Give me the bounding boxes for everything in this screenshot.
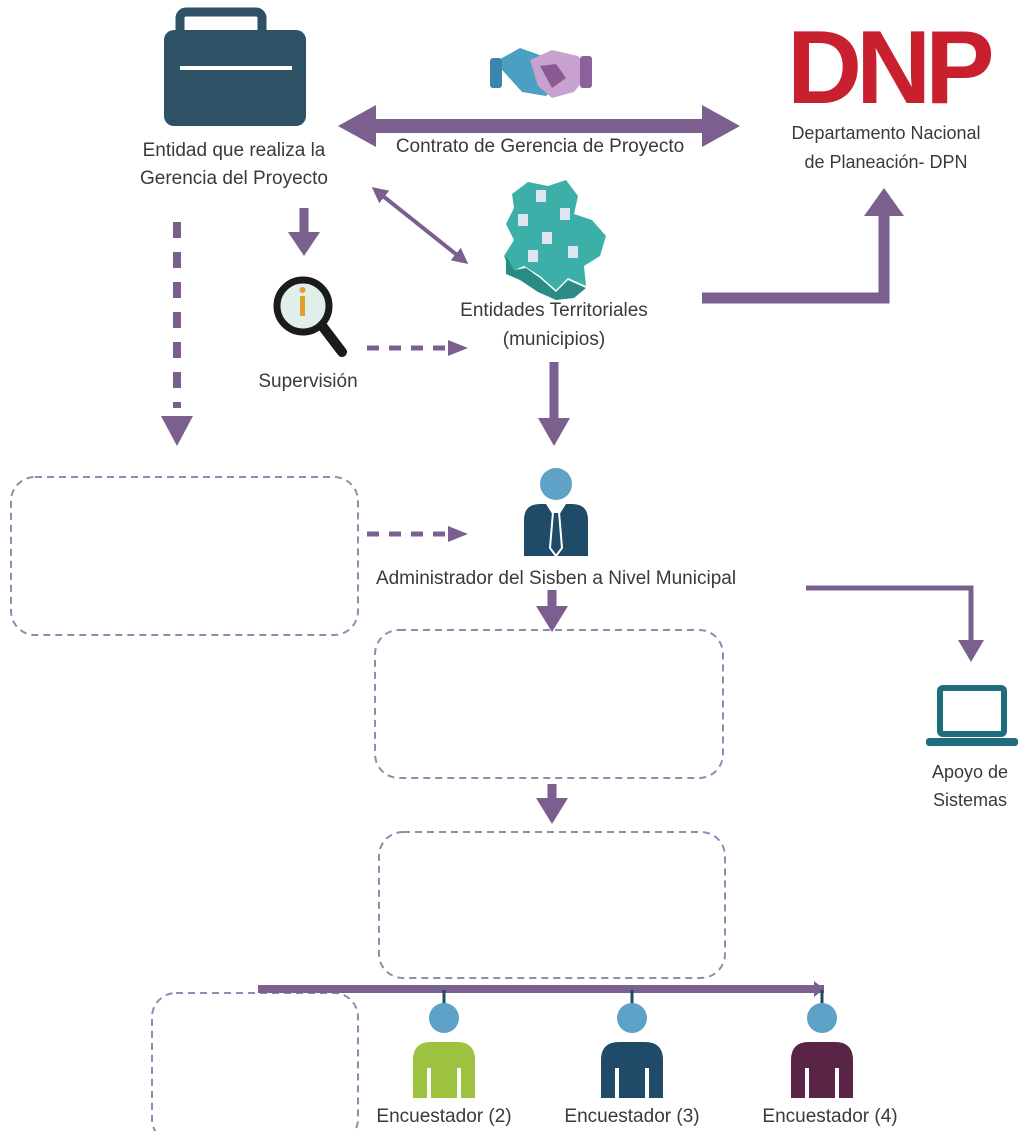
contrato-label: Contrato de Gerencia de Proyecto (395, 136, 685, 157)
entidad-label-line1: Entidad que realiza la (142, 140, 326, 161)
placeholder-box-mid-2 (378, 831, 726, 979)
territoriales-label-line1: Entidades Territoriales (460, 300, 648, 321)
person-icon-encuestador-2 (413, 1003, 475, 1098)
dashed-arrow-left-column (161, 222, 193, 446)
distribution-bar (258, 981, 824, 1006)
colombia-map-icon (504, 180, 606, 300)
administrador-label: Administrador del Sisben a Nivel Municip… (375, 568, 737, 589)
encuestador-2-label: Encuestador (2) (376, 1106, 512, 1127)
placeholder-box-bottom-left (151, 992, 359, 1131)
dnp-logo: DNP (787, 10, 995, 126)
arrow-box-to-box (536, 784, 568, 824)
contract-double-arrow (338, 105, 740, 147)
laptop-icon (926, 685, 1018, 746)
arrow-entidad-territoriales (371, 187, 469, 264)
dashed-arrow-supervision (367, 340, 468, 356)
encuestador-3-label: Encuestador (3) (564, 1106, 700, 1127)
territoriales-label-line2: (municipios) (502, 329, 606, 350)
briefcase-icon (164, 7, 306, 126)
magnifier-icon (273, 276, 347, 357)
encuestador-4-label: Encuestador (4) (762, 1106, 898, 1127)
arrow-admin-to-systems (806, 585, 984, 662)
person-icon-encuestador-4 (791, 1003, 853, 1098)
entidad-label-line2: Gerencia del Proyecto (140, 168, 328, 189)
arrow-territoriales-to-dnp (702, 188, 904, 304)
handshake-icon (490, 48, 592, 98)
arrow-admin-to-box (536, 590, 568, 632)
dnp-label-line1: Departamento Nacional (791, 123, 981, 143)
placeholder-box-left (10, 476, 359, 636)
businessman-icon (524, 468, 588, 558)
supervision-label: Supervisión (258, 371, 358, 392)
placeholder-box-mid-1 (374, 629, 724, 779)
apoyo-label-line2: Sistemas (932, 790, 1008, 810)
dnp-label-line2: de Planeación- DPN (804, 152, 968, 172)
arrow-territoriales-to-admin (538, 362, 570, 446)
arrow-entidad-to-supervision (288, 208, 320, 256)
dashed-arrow-box-to-admin (367, 526, 468, 542)
person-icon-encuestador-3 (601, 1003, 663, 1098)
apoyo-label-line1: Apoyo de (931, 762, 1009, 782)
